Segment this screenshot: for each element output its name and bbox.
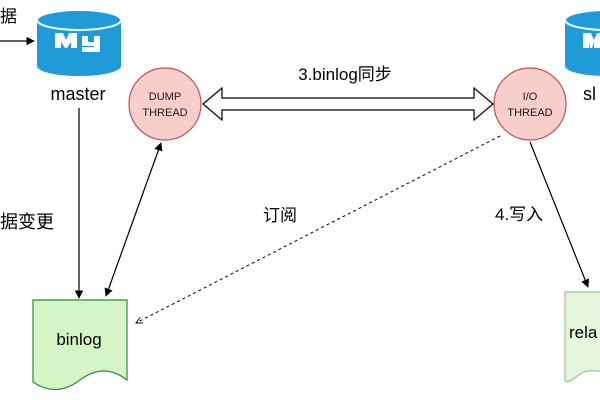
binlog-label: binlog bbox=[56, 330, 101, 349]
write-arrow bbox=[529, 141, 590, 288]
dump-thread-line2: THREAD bbox=[142, 107, 187, 119]
dump-thread-line1: DUMP bbox=[149, 91, 181, 103]
dump-binlog-arrow bbox=[104, 142, 163, 297]
write-label: 4.写入 bbox=[495, 205, 543, 224]
relay-label: rela bbox=[569, 323, 598, 342]
io-thread-line1: I/O bbox=[523, 91, 538, 103]
slave-db-icon bbox=[564, 9, 600, 76]
dump-thread-node: DUMP THREAD bbox=[128, 67, 202, 141]
data-change-label: 据变更 bbox=[0, 212, 54, 232]
binlog-sync-label: 3.binlog同步 bbox=[298, 65, 392, 84]
subscribe-label: 订阅 bbox=[263, 206, 297, 225]
master-label: master bbox=[50, 84, 105, 104]
slave-label: sl bbox=[583, 84, 596, 104]
io-thread-node: I/O THREAD bbox=[493, 67, 567, 141]
binlog-sync-arrow bbox=[202, 86, 494, 122]
master-db-icon bbox=[36, 9, 122, 76]
binlog-document: binlog bbox=[32, 299, 128, 391]
io-thread-line2: THREAD bbox=[507, 107, 552, 119]
subscribe-arrow bbox=[136, 135, 501, 323]
left-edge-top-label: 据 bbox=[0, 7, 17, 26]
relay-log-document: rela bbox=[564, 291, 600, 383]
